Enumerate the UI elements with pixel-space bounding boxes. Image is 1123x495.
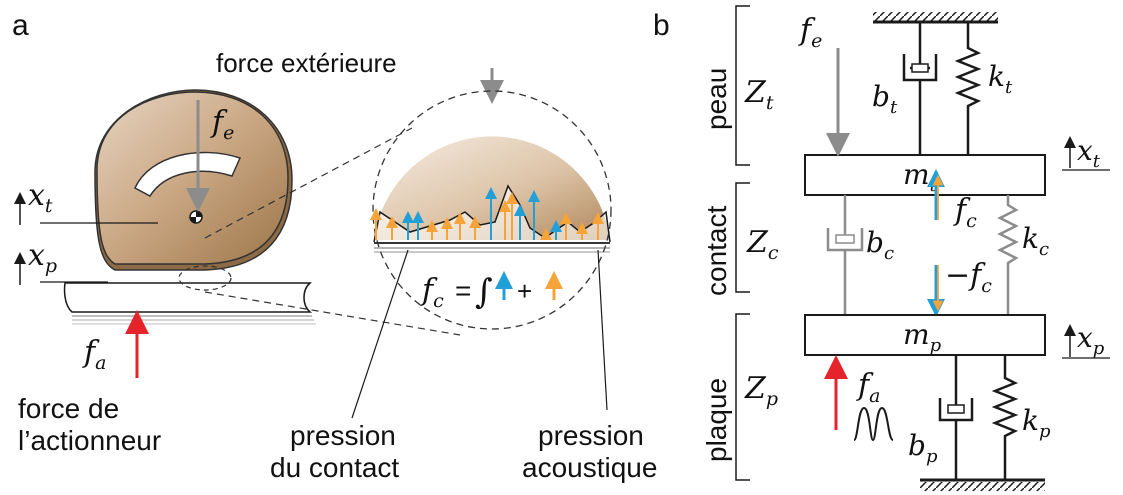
contact-label: contact — [701, 206, 732, 296]
acoustic-pressure-label-line1: pression — [538, 420, 644, 451]
kp-label: kp — [1022, 404, 1051, 442]
damper-bp — [938, 355, 974, 480]
fc-label-b: fc — [953, 193, 977, 232]
actuator-force-label-line1: force de — [18, 393, 119, 424]
svg-text:∫: ∫ — [475, 272, 493, 312]
acoustic-pressure-label-line2: acoustique — [522, 452, 657, 483]
spring-kt — [954, 22, 982, 155]
xp-label-b: xp — [1077, 321, 1105, 359]
fingernail — [134, 151, 242, 197]
plaque-label: plaque — [701, 378, 732, 462]
damper-bc — [826, 195, 864, 315]
fa-label-b: fa — [856, 368, 880, 407]
bp-label: bp — [908, 429, 938, 467]
zoom-line-top — [204, 127, 413, 239]
mp-label: mp — [903, 318, 942, 356]
bc-label: bc — [866, 226, 894, 264]
Zp-label: Zp — [744, 371, 778, 410]
xt-label-b: xt — [1077, 134, 1101, 172]
mass-mp — [804, 314, 1046, 356]
fe-label-b: fe — [798, 13, 822, 52]
bt-label: bt — [872, 80, 898, 118]
svg-text:+: + — [517, 276, 532, 306]
impedance-brackets — [735, 5, 750, 481]
peau-label: peau — [701, 68, 732, 130]
contact-pressure-label-line1: pression — [290, 420, 396, 451]
panel-b-letter: b — [653, 9, 670, 42]
svg-text:=: = — [455, 275, 471, 306]
plate — [63, 282, 316, 325]
actuator-force-label-line2: l’actionneur — [18, 425, 161, 456]
Zc-label: Zc — [746, 225, 779, 264]
vibration-wave-icon — [853, 406, 894, 442]
zoom-source-region — [178, 265, 232, 291]
panel-a-letter: a — [12, 9, 29, 42]
external-force-title: force extérieure — [216, 48, 397, 78]
xt-label-a: xt — [28, 178, 53, 217]
Zt-label: Zt — [744, 75, 774, 114]
damper-bt — [902, 22, 938, 155]
spring-kc — [997, 195, 1019, 315]
kc-label: kc — [1022, 222, 1049, 260]
top-ground — [873, 12, 998, 24]
fa-label-a: fa — [82, 335, 106, 374]
bottom-ground — [920, 478, 1045, 491]
contact-pressure-label-line2: du contact — [270, 452, 399, 483]
neg-fc-label: −fc — [945, 258, 992, 297]
pressure-arrows — [370, 187, 604, 240]
spring-kp — [991, 355, 1019, 480]
acoustic-pressure-leader — [597, 249, 608, 411]
fingertip — [40, 89, 293, 283]
kt-label: kt — [988, 60, 1013, 98]
fc-integral-equation: fc = ∫ + — [420, 271, 563, 312]
contact-pressure-leader — [351, 249, 409, 419]
mass-mt — [804, 154, 1046, 196]
svg-text:fc: fc — [420, 273, 444, 312]
xp-label-a: xp — [28, 238, 57, 277]
